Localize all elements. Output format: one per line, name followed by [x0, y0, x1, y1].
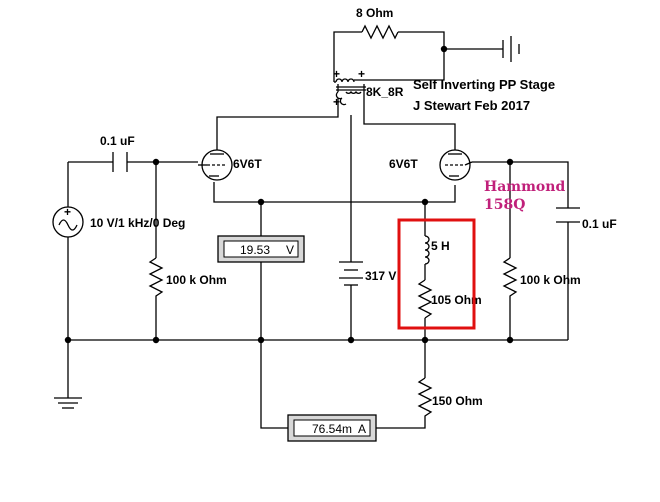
- label-r-grid-right: 100 k Ohm: [520, 273, 581, 287]
- dc-source-top-right: [502, 36, 520, 62]
- svg-text:+: +: [358, 67, 365, 81]
- highlight-box: [397, 218, 476, 330]
- label-transformer: 8K_8R: [366, 85, 404, 99]
- svg-text:+: +: [333, 95, 340, 109]
- label-tube-left: 6V6T: [233, 157, 262, 171]
- voltmeter-unit: V: [286, 243, 294, 257]
- label-c-right: 0.1 uF: [582, 217, 617, 231]
- label-tube-right: 6V6T: [389, 157, 418, 171]
- voltmeter: [217, 235, 305, 263]
- output-transformer: + + +: [333, 67, 366, 110]
- capacitor-right: [556, 207, 580, 223]
- label-battery: 317 V: [365, 269, 396, 283]
- resistor-grid-right: [502, 257, 518, 300]
- label-choke-r: 105 Ohm: [431, 293, 482, 307]
- capacitor-input: [112, 152, 128, 172]
- ammeter-value: 76.54m: [312, 422, 352, 436]
- resistor-8-ohm: [361, 24, 399, 40]
- voltmeter-value: 19.53: [240, 243, 270, 257]
- label-choke-l: 5 H: [431, 239, 450, 253]
- label-c-in: 0.1 uF: [100, 134, 135, 148]
- tube-left: [198, 149, 233, 181]
- svg-text:+: +: [333, 67, 340, 81]
- ammeter: [287, 414, 377, 442]
- dc-source-317v: [339, 248, 363, 290]
- schematic-subtitle: J Stewart Feb 2017: [413, 98, 530, 113]
- label-source: 10 V/1 kHz/0 Deg: [90, 216, 185, 230]
- junction-dots: [64, 45, 514, 344]
- label-hammond: Hammond: [484, 179, 565, 195]
- ac-source: +: [52, 205, 84, 238]
- choke-inductor: [424, 235, 430, 265]
- ground-icon: [54, 397, 82, 409]
- ammeter-unit: A: [358, 422, 366, 436]
- resistor-grid-left: [148, 257, 164, 300]
- label-r-cathode: 150 Ohm: [432, 394, 483, 408]
- label-hammond-model: 158Q: [484, 197, 525, 213]
- label-r-top: 8 Ohm: [356, 6, 393, 20]
- resistor-105-ohm: [417, 279, 433, 319]
- svg-text:+: +: [64, 205, 71, 219]
- wires: [67, 31, 569, 429]
- schematic-title: Self Inverting PP Stage: [413, 77, 555, 92]
- label-r-grid-left: 100 k Ohm: [166, 273, 227, 287]
- tube-right: [439, 149, 473, 181]
- resistor-cathode: [417, 377, 433, 420]
